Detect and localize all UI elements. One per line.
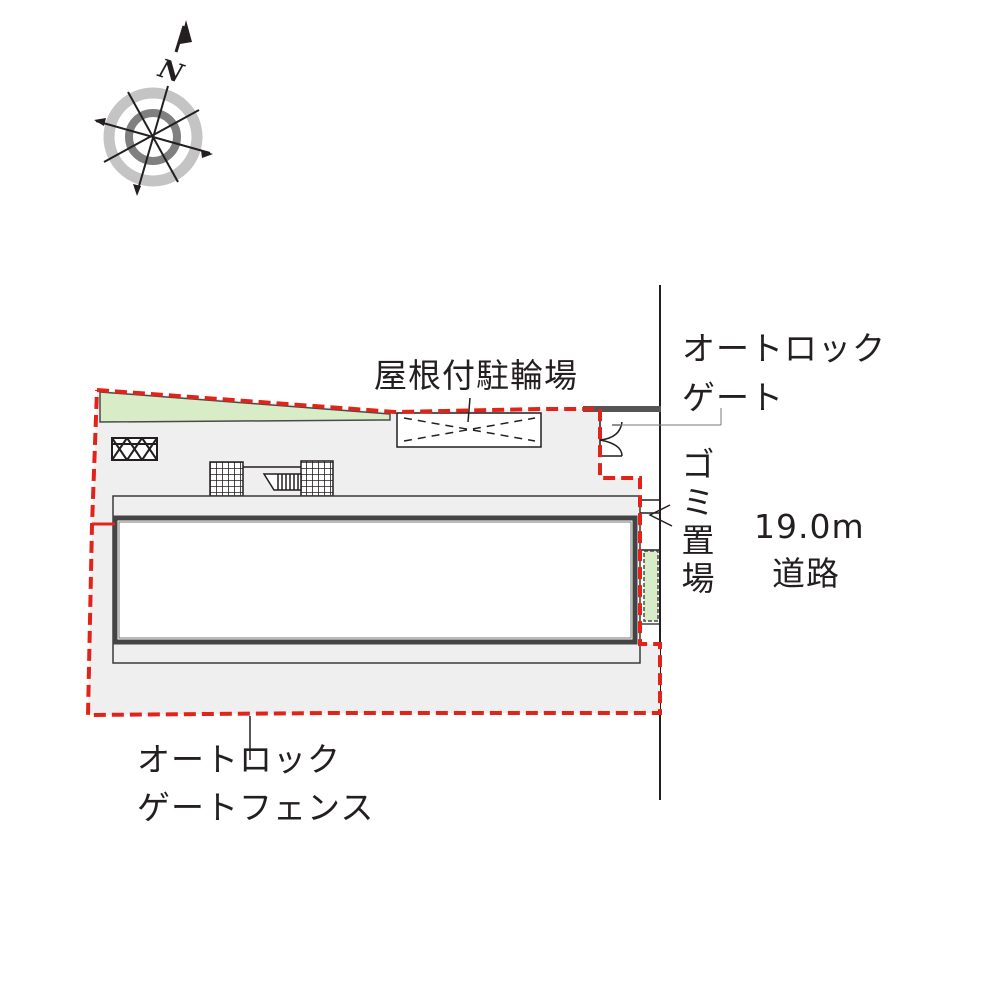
green-planting-top [99, 391, 391, 423]
garbage-area-label: ゴ ミ 置 場 [681, 445, 715, 598]
building [112, 515, 638, 645]
stair-block-right [300, 460, 334, 497]
bicycle-parking-area [396, 397, 542, 448]
road-label: 道路 [772, 554, 840, 593]
fence-label-line1: オートロック [137, 740, 341, 779]
bicycle-parking-label: 屋根付駐輪場 [374, 356, 578, 395]
fence-label-line2: ゲートフェンス [137, 788, 375, 827]
green-planting-right [643, 550, 659, 622]
north-label: N [154, 54, 188, 91]
compass-rose-icon [94, 20, 213, 196]
stairs-icon [262, 473, 302, 491]
garbage-area [640, 499, 673, 551]
autolock-gate-label-line2: ゲート [682, 378, 784, 417]
road-width-label: 19.0m [754, 507, 865, 546]
stair-block-left [209, 461, 244, 497]
autolock-gate-label-line1: オートロック [682, 329, 886, 368]
lattice-block [111, 437, 158, 461]
site-boundary [85, 388, 662, 718]
